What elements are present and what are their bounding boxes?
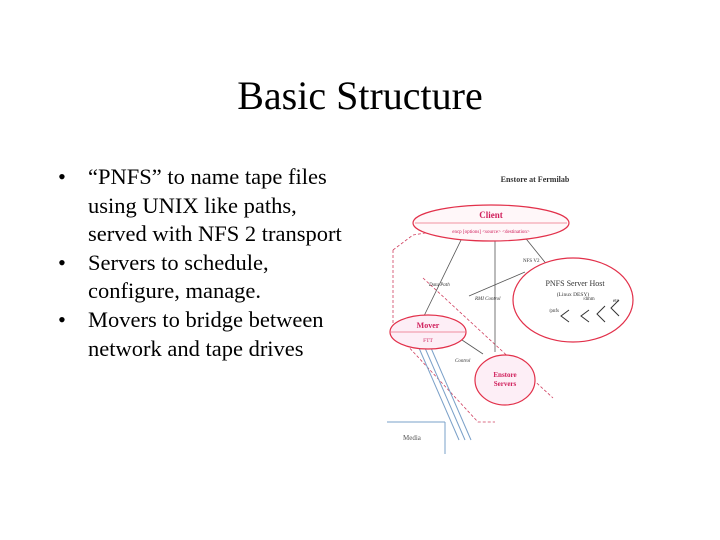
client-sub-label: encp [options] <source> <destination> (452, 230, 530, 235)
bullet-text: Movers to bridge between network and tap… (88, 306, 324, 361)
slide-title: Basic Structure (237, 73, 483, 118)
chevron-marks (560, 299, 620, 323)
bullet-text: “PNFS” to name tape files using UNIX lik… (88, 164, 342, 247)
bullet-item: • “PNFS” to name tape files using UNIX l… (58, 163, 358, 249)
pnfs-path-label: /pnfs (549, 309, 559, 314)
pnfs-server-node: PNFS Server Host (Linux DESY) /pnfs /dmm… (512, 257, 634, 343)
enstore-servers-label-line2: Servers (494, 380, 517, 388)
pnfs-etc-label: etc (613, 299, 620, 304)
bullet-marker: • (58, 306, 66, 332)
client-label: Client (479, 210, 503, 220)
control-label: Control (455, 359, 471, 364)
mover-sub-label: FTT (423, 338, 433, 344)
enstore-architecture-diagram: Enstore at Fermilab Client encp [options… (387, 175, 634, 454)
bullet-item: • Servers to schedule, configure, manage… (58, 249, 358, 306)
bullet-item: • Movers to bridge between network and t… (58, 306, 358, 363)
mover-label: Mover (417, 321, 440, 330)
bullet-text: Servers to schedule, configure, manage. (88, 249, 269, 304)
enstore-servers-label-line1: Enstore (493, 371, 516, 379)
enstore-servers-node: Enstore Servers (474, 354, 536, 406)
mover-node: Mover FTT (389, 314, 467, 350)
pnfs-dmm-label: /dmm (583, 297, 595, 302)
rmi-control-label: RMI Control (474, 297, 501, 302)
bullet-marker: • (58, 249, 66, 275)
client-node: Client encp [options] <source> <destinat… (412, 204, 570, 242)
bullet-marker: • (58, 164, 66, 189)
diagram-heading: Enstore at Fermilab (501, 175, 570, 184)
data-path-lines (418, 347, 472, 441)
bullet-list: • “PNFS” to name tape files using UNIX l… (58, 163, 358, 363)
pnfs-server-sub-label: (Linux DESY) (557, 291, 590, 298)
media-label: Media (403, 434, 422, 442)
data-path-label: Data Path (428, 283, 450, 288)
nfs-link-label: NFS V2 (523, 259, 540, 264)
pnfs-server-label: PNFS Server Host (545, 279, 605, 288)
media-box: Media (387, 421, 446, 454)
